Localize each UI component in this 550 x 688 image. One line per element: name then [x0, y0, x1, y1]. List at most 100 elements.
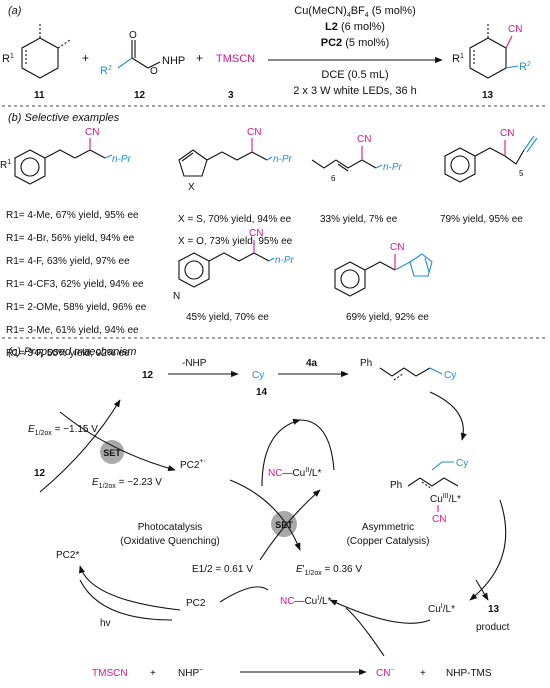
tmscn-reagent: TMSCN	[216, 53, 255, 65]
compound-12-carbonyl-o: O	[129, 30, 137, 41]
hv-arrow-1	[79, 565, 181, 611]
product-label: product	[476, 622, 510, 633]
alkenyl-result: 33% yield, 7% ee	[320, 214, 398, 225]
allyl-chain-top	[379, 367, 431, 377]
cyclopentenyl-result: 69% yield, 92% ee	[346, 312, 429, 323]
allyl-chain-cu3	[407, 477, 459, 487]
cu1-cn-complex: NC—CuI/L*	[280, 595, 332, 607]
center-arrow-2	[259, 489, 321, 561]
plus-sign-1: +	[82, 51, 89, 65]
compound-13-r2: R2	[519, 61, 531, 73]
pc2-plus: PC2+·	[180, 458, 206, 471]
aryl-result-2: R1= 4-Br, 56% yield, 94% ee	[6, 233, 135, 244]
heteroaryl-npr: n-Pr	[273, 154, 293, 165]
compound-3-number: 3	[228, 90, 234, 101]
pc2-to-cycle	[219, 586, 269, 603]
cy-radical: Cy	[252, 370, 264, 381]
e-half-1: E1/2ox = −1.15 V	[28, 424, 98, 437]
copper-catalysis-label: (Copper Catalysis)	[347, 536, 430, 547]
aryl-product-structure	[14, 138, 113, 185]
arc-left-top	[299, 419, 335, 471]
cu3-ph: Ph	[390, 480, 402, 491]
hv-arrow-2	[79, 579, 173, 621]
compound-12-nhp: NHP	[162, 55, 185, 67]
aryl-r1: R1	[0, 159, 11, 171]
product-13-number: 13	[488, 604, 500, 615]
arrow-cn-to-cycle	[345, 607, 385, 657]
condition-pc: PC2 (5 mol%)	[321, 37, 389, 49]
compound-12-r2: R2	[100, 65, 112, 77]
heteroaryl-x: X	[188, 182, 195, 193]
plus-sign-2: +	[196, 51, 203, 65]
condition-ligand: L2 (6 mol%)	[325, 21, 385, 33]
cu3-cn: CN	[432, 514, 446, 525]
alkenyl-cn: CN	[357, 134, 371, 145]
aryl-result-1: R1= 4-Me, 67% yield, 95% ee	[6, 210, 139, 221]
top-ph: Ph	[360, 358, 372, 369]
alkynyl-cn: CN	[500, 128, 514, 139]
asymmetric-label: Asymmetric	[362, 522, 414, 533]
alkenyl-product-structure	[311, 146, 383, 172]
section-b-label: (b) Selective examples	[8, 112, 120, 124]
compound-11-number: 11	[34, 90, 45, 101]
compound-13-r1: R1	[452, 53, 464, 65]
pyridyl-n: N	[173, 291, 180, 302]
alkenyl-subscript: 6	[331, 174, 336, 183]
pc2-ground: PC2	[186, 598, 206, 609]
alkynyl-subscript: 5	[519, 169, 524, 178]
cu3-cy: Cy	[456, 458, 468, 469]
hv-label: hv	[100, 618, 111, 629]
heteroaryl-result-s: X = S, 70% yield, 94% ee	[178, 214, 292, 225]
pyridyl-result: 45% yield, 70% ee	[186, 312, 269, 323]
condition-solvent: DCE (0.5 mL)	[321, 69, 388, 81]
set-left-arrow-up	[39, 399, 121, 493]
compound-12-ester-o: O	[150, 66, 158, 77]
bottom-nhp: NHP−	[178, 667, 203, 679]
set-left-arrow-right	[59, 411, 176, 472]
compound-11-structure	[21, 22, 71, 79]
cy-bond-top	[429, 367, 443, 375]
aryl-result-5: R1= 2-OMe, 58% yield, 96% ee	[6, 302, 147, 313]
aryl-result-3: R1= 4-F, 63% yield, 97% ee	[6, 256, 130, 267]
set-left-label: SET	[103, 448, 121, 458]
compound-13-structure	[469, 22, 519, 79]
top-cy: Cy	[444, 370, 456, 381]
alkynyl-result: 79% yield, 95% ee	[440, 214, 523, 225]
cu2-complex: NC—CuII/L*	[268, 467, 321, 479]
arrow-product	[475, 579, 489, 601]
cyclopentenyl-cn: CN	[390, 242, 404, 253]
alkynyl-product-structure	[444, 135, 538, 183]
alkenyl-npr: n-Pr	[383, 162, 403, 173]
e-half-2: E1/2ox = −2.23 V	[92, 477, 162, 490]
aryl-results-list: R1= 4-Me, 67% yield, 95% ee R1= 4-Br, 56…	[6, 210, 147, 359]
arrow-to-cu3	[429, 391, 467, 441]
condition-light: 2 x 3 W white LEDs, 36 h	[293, 85, 417, 97]
photocatalysis-label: Photocatalysis	[138, 522, 202, 533]
mech-start-12: 12	[142, 370, 154, 381]
bottom-tmscn: TMSCN	[92, 668, 128, 679]
arrow-to-cu2	[261, 418, 301, 487]
reagent-4a: 4a	[306, 358, 318, 369]
oxidative-quenching-label: (Oxidative Quenching)	[120, 536, 220, 547]
e-half-3: E1/2 = 0.61 V	[192, 564, 253, 575]
heteroaryl-product-structure	[178, 138, 273, 177]
cyclopentenyl-product-structure	[334, 253, 433, 297]
bottom-cn: CN−	[376, 667, 395, 679]
bottom-plus-2: +	[420, 668, 426, 679]
section-a-label: (a)	[8, 5, 22, 17]
compound-13-number: 13	[482, 90, 494, 101]
pyridyl-npr: n-Pr	[275, 255, 295, 266]
heteroaryl-result-o: X = O, 73% yield, 95% ee	[178, 236, 293, 247]
arrow-cu1-to-cu1cn	[329, 599, 431, 624]
cu1-complex: CuI/L*	[428, 603, 455, 615]
set-center-label: SET	[275, 520, 293, 530]
radical-14-number: 14	[256, 387, 268, 398]
center-arrow-1	[229, 479, 301, 551]
compound-12-number: 12	[134, 90, 146, 101]
aryl-result-6: R1= 3-Me, 61% yield, 94% ee	[6, 325, 139, 336]
pyridyl-product-structure	[178, 240, 275, 288]
compound-12-structure	[117, 40, 161, 69]
set-circle-left	[100, 440, 124, 464]
bottom-plus-1: +	[150, 668, 156, 679]
